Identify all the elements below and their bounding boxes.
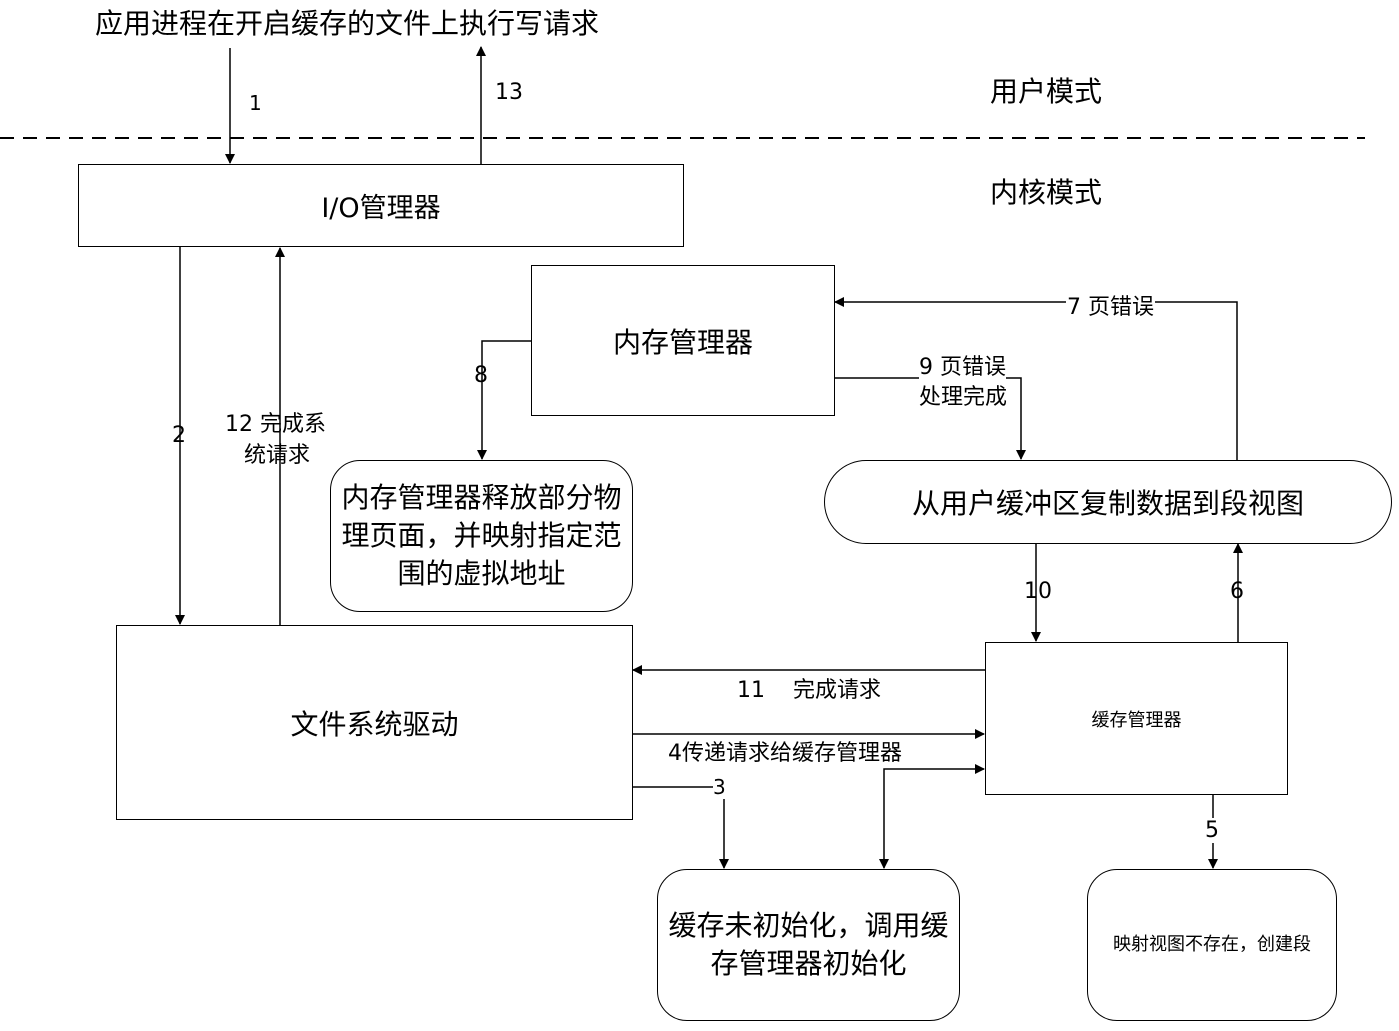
edge-label-12-line2: 统请求 [244,443,311,468]
edge-label-9-line2: 处理完成 [919,379,1008,411]
user-mode-label: 用户模式 [990,75,1103,108]
arrow-3 [632,786,729,869]
arrow-9 [834,377,1026,460]
arrow-cache-init-to-manager [883,764,985,820]
edge-label-4: 4传递请求给缓存管理器 [668,741,902,766]
edge-label-1: 1 [249,91,262,115]
fs-driver-box: 文件系统驱动 [116,625,633,820]
fs-driver-label: 文件系统驱动 [290,707,459,741]
memory-manager-box: 内存管理器 [531,265,835,416]
create-section-label: 映射视图不存在，创建段 [1113,934,1311,956]
io-manager-label: I/O管理器 [321,193,441,224]
create-section-box: 映射视图不存在，创建段 [1087,869,1337,1021]
cache-manager-label: 缓存管理器 [1091,709,1182,731]
edge-label-3: 3 [713,775,726,799]
edge-label-6: 6 [1230,579,1244,604]
mm-release-label: 内存管理器释放部分物理页面，并映射指定范围的虚拟地址 [341,481,622,590]
edge-label-10: 10 [1024,579,1052,604]
edge-label-5: 5 [1205,818,1219,843]
arrow-7 [834,297,1238,461]
memory-manager-label: 内存管理器 [612,325,753,359]
copy-data-box: 从用户缓冲区复制数据到段视图 [824,460,1392,544]
edge-label-13: 13 [495,80,523,105]
cache-manager-box: 缓存管理器 [985,642,1288,795]
mm-release-box: 内存管理器释放部分物理页面，并映射指定范围的虚拟地址 [330,460,633,612]
kernel-mode-label: 内核模式 [990,176,1103,209]
edge-label-2: 2 [172,423,186,448]
edge-label-8: 8 [474,363,488,388]
cache-uninit-box: 缓存未初始化，调用缓存管理器初始化 [657,869,960,1021]
diagram-title: 应用进程在开启缓存的文件上执行写请求 [95,7,600,40]
edge-label-9-line1: 9 页错误 [919,349,1006,381]
copy-data-label: 从用户缓冲区复制数据到段视图 [911,487,1304,520]
arrow-8 [477,340,531,460]
io-manager-box: I/O管理器 [78,164,684,247]
edge-label-12-line1: 12 完成系 [225,412,326,437]
edge-label-11: 11 完成请求 [737,678,881,703]
edge-label-7: 7 页错误 [1066,289,1155,321]
cache-uninit-label: 缓存未初始化，调用缓存管理器初始化 [668,909,949,980]
